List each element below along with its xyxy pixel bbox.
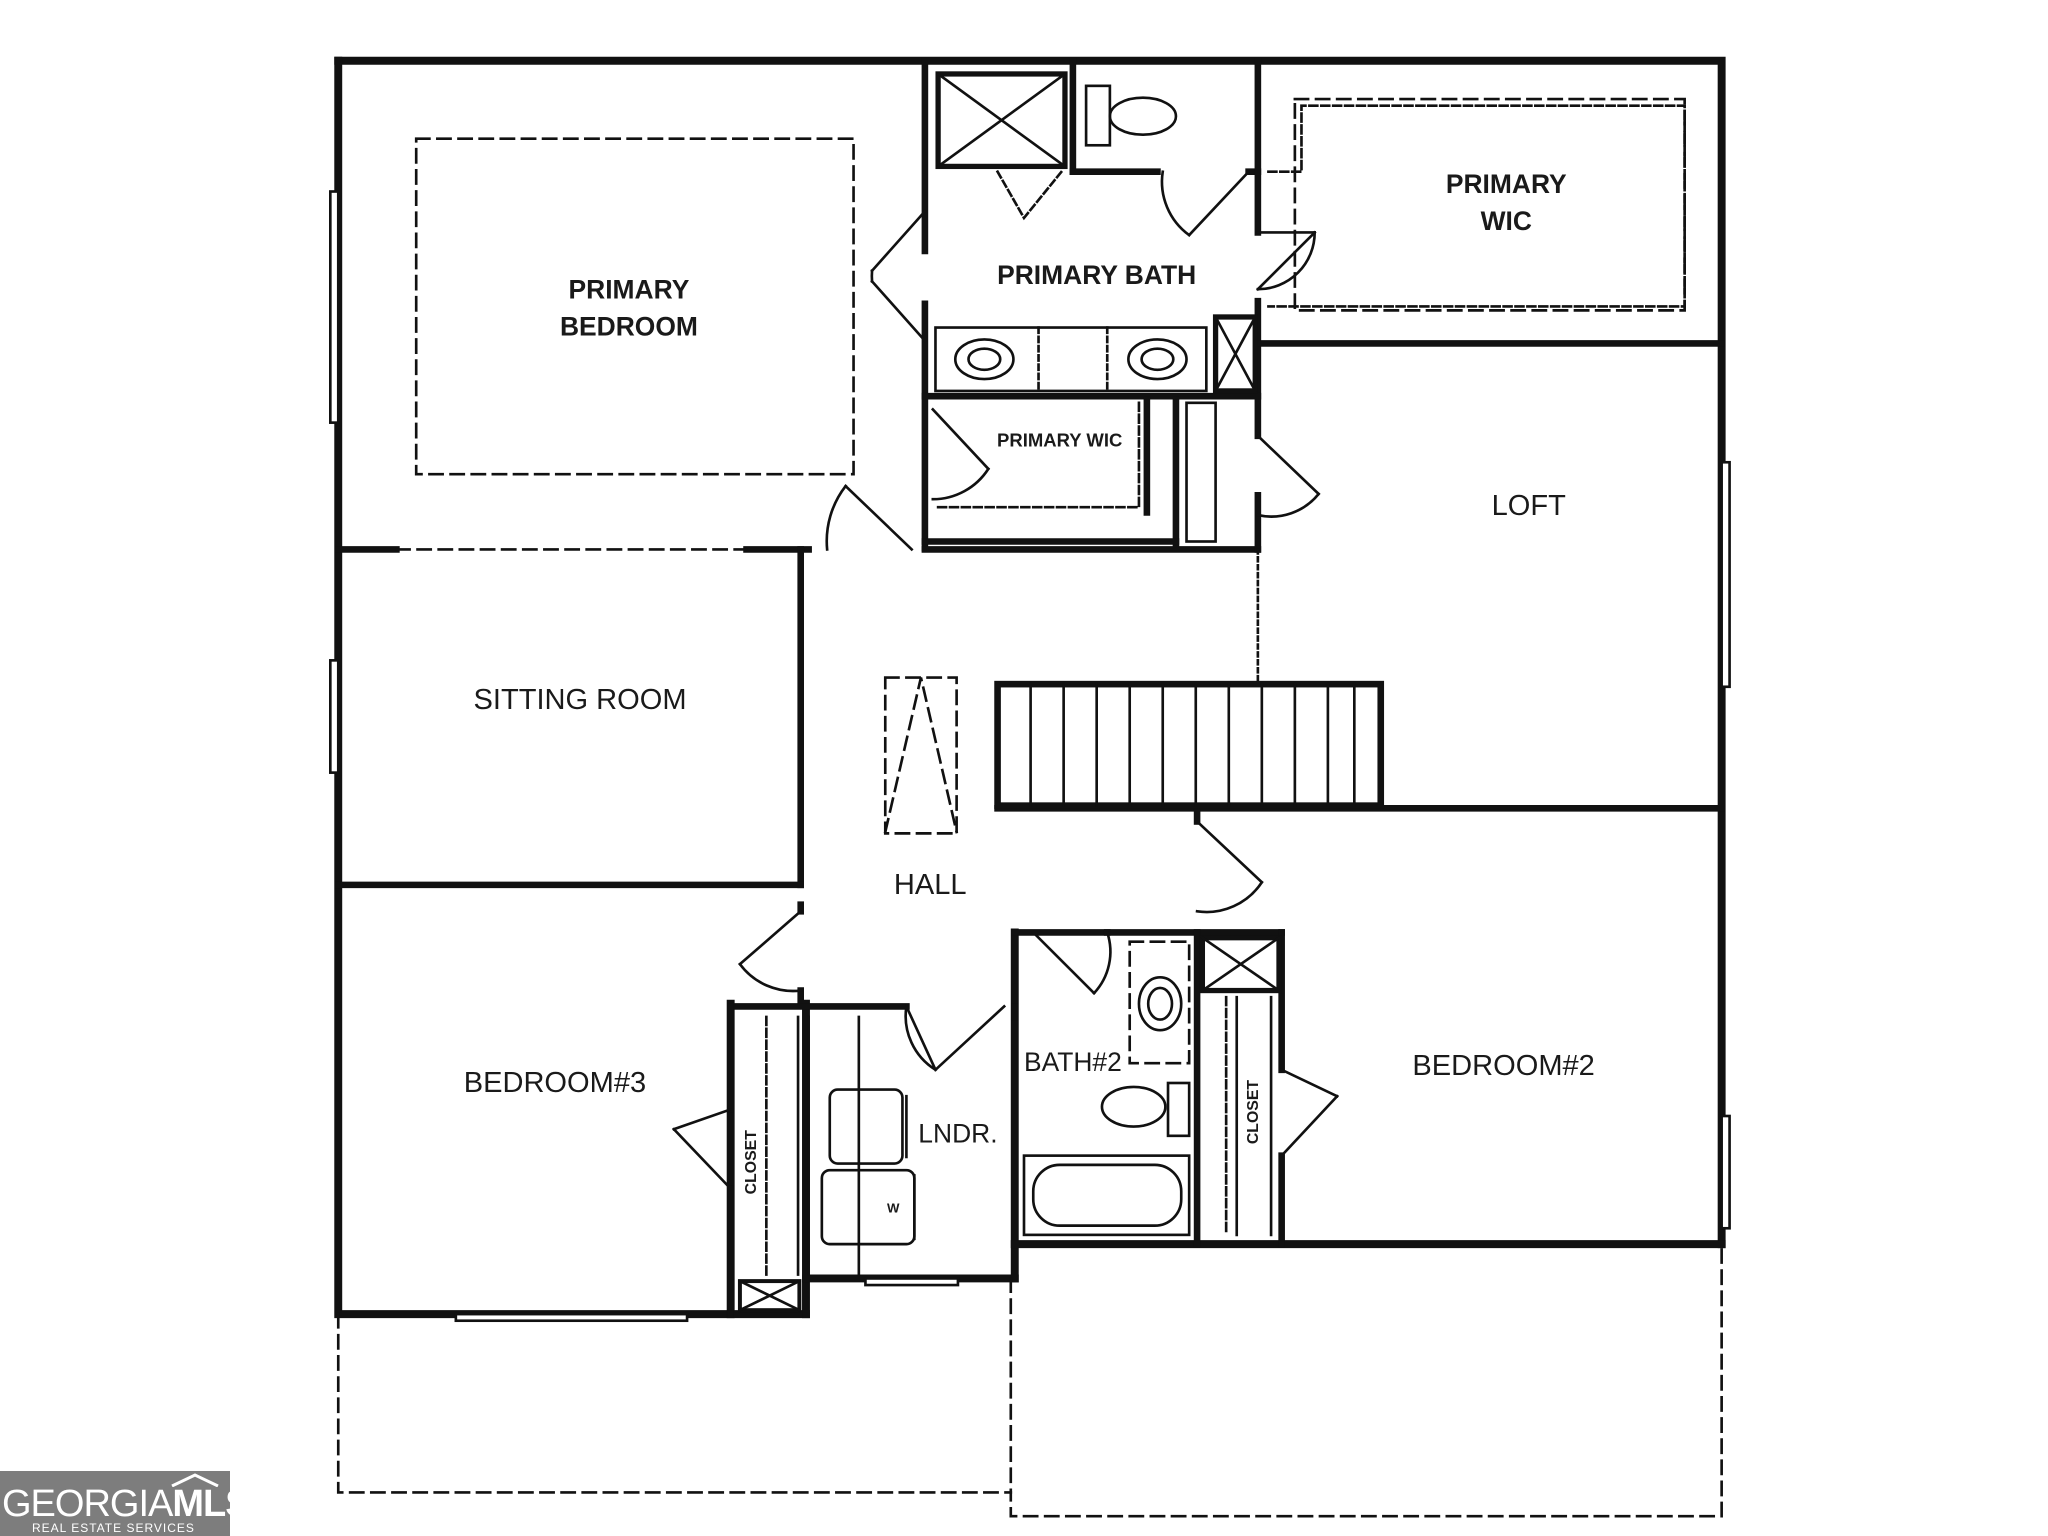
doors bbox=[671, 169, 1340, 1191]
fixtures bbox=[737, 71, 1686, 1313]
watermark-brand-light: GEORGIA bbox=[2, 1483, 173, 1525]
bedroom-2-label: BEDROOM#2 bbox=[1412, 1050, 1594, 1082]
interior-walls bbox=[334, 57, 1725, 1318]
primary-wic-lower-label: PRIMARY WIC bbox=[997, 429, 1122, 450]
bath-2-label: BATH#2 bbox=[1024, 1047, 1122, 1077]
sitting-room-label: SITTING ROOM bbox=[474, 684, 687, 716]
hall-label: HALL bbox=[894, 869, 967, 901]
roof-logo-icon bbox=[171, 1473, 219, 1487]
primary-bath-label: PRIMARY BATH bbox=[997, 260, 1196, 290]
windows bbox=[329, 190, 1731, 1323]
room-labels: PRIMARY BEDROOM PRIMARY BATH PRIMARY WIC… bbox=[464, 169, 1595, 1216]
primary-bedroom-label-line1: PRIMARY bbox=[569, 274, 690, 304]
primary-wic-upper-label-line1: PRIMARY bbox=[1446, 169, 1567, 199]
stairs bbox=[994, 548, 1385, 809]
laundry-label: LNDR. bbox=[918, 1118, 997, 1148]
bedroom-3-label: BEDROOM#3 bbox=[464, 1067, 646, 1099]
closet-left-label: CLOSET bbox=[743, 1130, 760, 1195]
georgia-mls-watermark: GEORGIAMLS REAL ESTATE SERVICES bbox=[0, 1471, 251, 1536]
loft-label: LOFT bbox=[1492, 490, 1567, 522]
watermark-brand-bold: MLS bbox=[172, 1483, 250, 1525]
washer-mark: W bbox=[887, 1200, 900, 1215]
watermark-brand: GEORGIAMLS bbox=[2, 1483, 251, 1526]
primary-bedroom-label-line2: BEDROOM bbox=[560, 311, 698, 341]
closet-right-label: CLOSET bbox=[1245, 1080, 1262, 1145]
watermark-tagline: REAL ESTATE SERVICES bbox=[32, 1521, 195, 1535]
primary-wic-upper-label-line2: WIC bbox=[1481, 206, 1532, 236]
